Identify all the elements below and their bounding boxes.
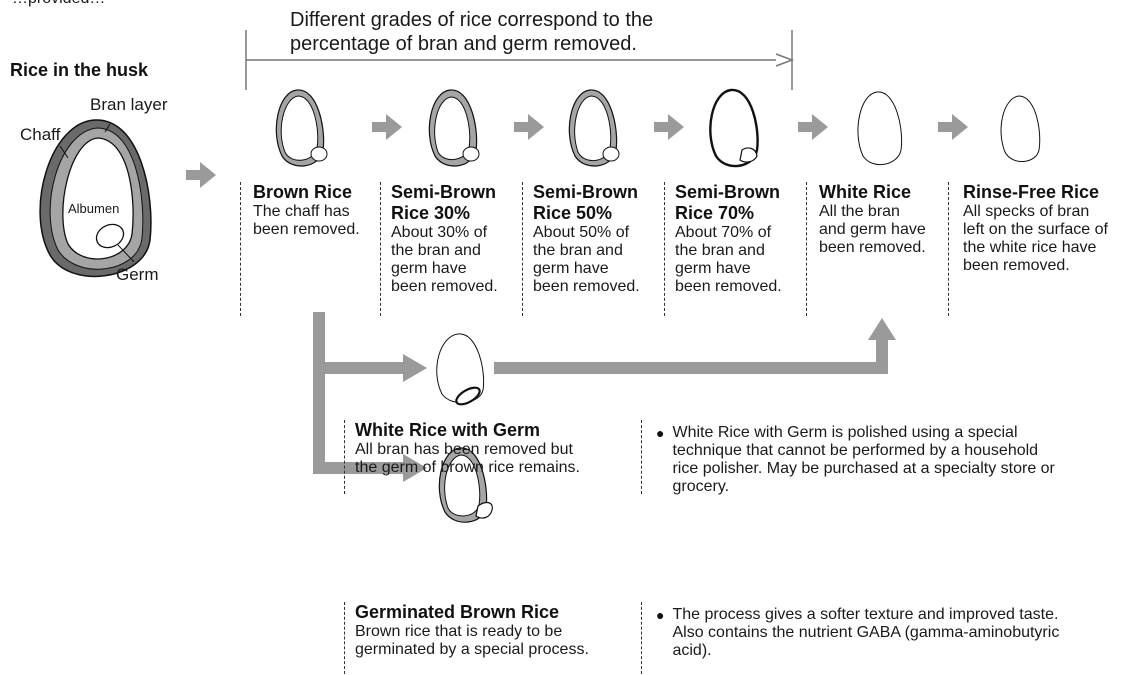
branch-vertical (313, 312, 325, 474)
grain-semi70 (710, 90, 757, 166)
germ-label: Germ (116, 266, 159, 284)
grade-title: White Rice (819, 182, 949, 203)
bullet-icon: ● (656, 424, 664, 496)
germ-to-white-line (494, 362, 888, 374)
range-caption: Different grades of rice correspond to t… (290, 8, 653, 56)
grain-rinsefree (1001, 96, 1040, 162)
arrow-to-semi30 (372, 114, 402, 140)
germinated-title: Germinated Brown Rice (355, 602, 641, 623)
grain-brown (276, 90, 327, 166)
grain-semi50 (569, 90, 619, 166)
arrow-to-semi70 (654, 114, 684, 140)
grain-germ-rice (437, 334, 484, 408)
germ-rice-desc: All bran has been removed but the germ o… (355, 441, 641, 477)
germ-rice-card: White Rice with Germ All bran has been r… (344, 420, 642, 494)
germinated-desc: Brown rice that is ready to be germinate… (355, 623, 641, 659)
husk-title: Rice in the husk (10, 60, 148, 81)
grade-desc: About 30% of the bran and germ have been… (391, 224, 519, 296)
bullet-icon: ● (656, 606, 664, 660)
germ-rice-title: White Rice with Germ (355, 420, 641, 441)
grade-card-semi50: Semi-Brown Rice 50% About 50% of the bra… (522, 182, 661, 316)
germinated-note: ● The process gives a softer texture and… (656, 606, 1142, 660)
grade-desc: The chaff has been removed. (253, 203, 381, 239)
grade-desc: All the bran and germ have been removed. (819, 203, 949, 257)
arrow-to-germ-rice (403, 354, 427, 382)
grade-desc: About 50% of the bran and germ have been… (533, 224, 661, 296)
bran-layer-label: Bran layer (90, 96, 167, 114)
arrow-to-white (798, 114, 828, 140)
arrow-up-to-white (868, 318, 896, 340)
grade-title: Semi-Brown Rice 50% (533, 182, 661, 224)
chaff-label: Chaff (20, 126, 60, 144)
grade-card-semi30: Semi-Brown Rice 30% About 30% of the bra… (380, 182, 519, 316)
germinated-note-text: The process gives a softer texture and i… (672, 606, 1059, 660)
germ-rice-note: ● White Rice with Germ is polished using… (656, 424, 1136, 496)
grade-title: Semi-Brown Rice 30% (391, 182, 519, 224)
grade-title: Semi-Brown Rice 70% (675, 182, 803, 224)
grade-title: Rinse-Free Rice (963, 182, 1143, 203)
grade-card-brown: Brown Rice The chaff has been removed. (240, 182, 381, 316)
germinated-card: Germinated Brown Rice Brown rice that is… (344, 602, 642, 674)
grade-card-white: White Rice All the bran and germ have be… (806, 182, 949, 316)
arrow-to-rinsefree (938, 114, 968, 140)
arrow-to-brown (186, 162, 216, 188)
grain-semi30 (429, 90, 479, 166)
heading-partial: …provided… (12, 0, 105, 8)
grade-desc: All specks of bran left on the surface o… (963, 203, 1143, 275)
germ-rice-note-text: White Rice with Germ is polished using a… (672, 424, 1054, 496)
grade-desc: About 70% of the bran and germ have been… (675, 224, 803, 296)
grade-card-semi70: Semi-Brown Rice 70% About 70% of the bra… (664, 182, 803, 316)
arrow-to-semi50 (514, 114, 544, 140)
albumen-label: Albumen (68, 200, 119, 218)
grade-title: Brown Rice (253, 182, 381, 203)
grade-card-rinsefree: Rinse-Free Rice All specks of bran left … (948, 182, 1143, 316)
grain-white (858, 92, 902, 165)
